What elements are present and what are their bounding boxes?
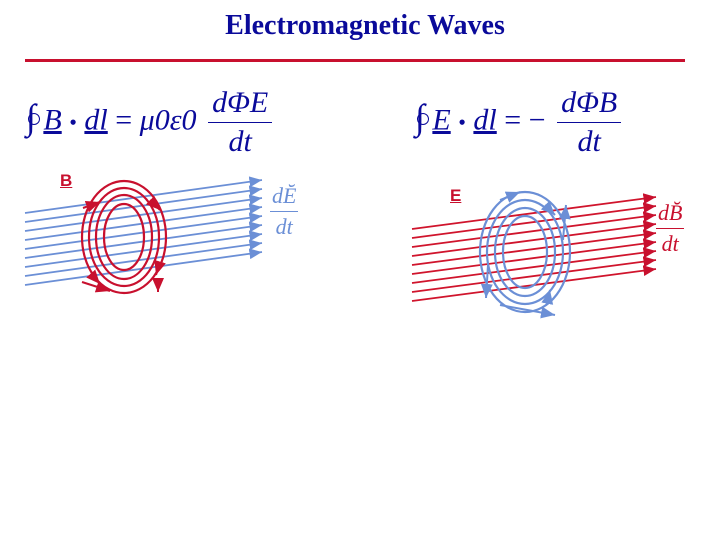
right-denominator: dt — [577, 125, 601, 158]
b-field-line — [411, 220, 657, 257]
faraday-equation: ∫ E • dl = − dΦB dt — [415, 86, 622, 159]
b-field-line — [411, 229, 657, 266]
b-field-line — [411, 256, 657, 293]
left-denominator: dt — [228, 125, 252, 158]
right-fraction: dΦB dt — [557, 86, 622, 159]
derivative-e-denominator: dt — [275, 214, 293, 239]
b-loop-arrow — [81, 281, 111, 293]
b-field-loop — [80, 179, 168, 295]
right-dl: dl — [473, 103, 497, 137]
left-equals: = — [115, 103, 133, 137]
left-integrand: B — [43, 103, 62, 137]
title-divider — [25, 59, 685, 62]
electric-field-loops — [478, 190, 572, 319]
right-integrand: E — [432, 103, 451, 137]
e-loop-arrow — [499, 304, 556, 319]
e-field-line — [24, 203, 263, 241]
e-loop-arrow — [540, 200, 556, 216]
left-fraction: dΦE dt — [208, 86, 273, 159]
b-field-line — [411, 202, 657, 239]
magnetic-field-loops — [80, 179, 168, 295]
b-field-line — [411, 238, 657, 275]
b-loop-arrow — [145, 195, 161, 211]
b-field-loop — [102, 202, 146, 272]
magnetic-field-derivative: dB̆ dt — [656, 200, 685, 257]
b-field-loop — [94, 193, 154, 281]
electric-field-derivative: dĔ dt — [270, 183, 299, 240]
page-title: Electromagnetic Waves — [225, 10, 505, 41]
left-numerator: dΦE — [208, 86, 273, 123]
e-loop-arrow — [499, 191, 521, 203]
b-loop-arrow — [154, 259, 166, 276]
left-dot: • — [69, 109, 77, 135]
e-loop-arrow — [480, 264, 493, 299]
electric-field-label: E — [450, 186, 462, 205]
e-field-line — [24, 194, 263, 232]
b-loop-arrow — [86, 269, 101, 285]
right-equals: = − — [504, 103, 546, 137]
contour-integral-icon: ∫ — [415, 97, 429, 137]
ampere-maxwell-equation: ∫ B • dl = μ0ε0 dΦE dt — [26, 86, 273, 159]
e-field-line — [24, 239, 263, 277]
left-dl: dl — [84, 103, 108, 137]
e-loop-arrow — [558, 204, 571, 241]
e-field-loop — [478, 190, 572, 314]
e-field-loop — [501, 214, 549, 290]
e-loop-arrow — [541, 289, 554, 305]
b-field-line — [411, 211, 657, 248]
e-field-loop — [493, 206, 557, 298]
derivative-b-denominator: dt — [661, 231, 679, 256]
b-field-line — [411, 247, 657, 284]
b-field-loop — [87, 186, 161, 288]
left-constants: μ0ε0 — [139, 103, 197, 137]
contour-integral-icon: ∫ — [26, 97, 40, 137]
right-numerator: dΦB — [557, 86, 622, 123]
b-field-line — [411, 193, 657, 230]
magnetic-field-label: B — [60, 171, 73, 190]
right-dot: • — [458, 109, 466, 135]
derivative-b-numerator: dB̆ — [656, 200, 685, 229]
b-loop-arrow — [82, 201, 101, 213]
e-field-line — [24, 230, 263, 268]
e-field-loop — [485, 198, 565, 306]
derivative-e-numerator: dĔ — [270, 183, 299, 212]
